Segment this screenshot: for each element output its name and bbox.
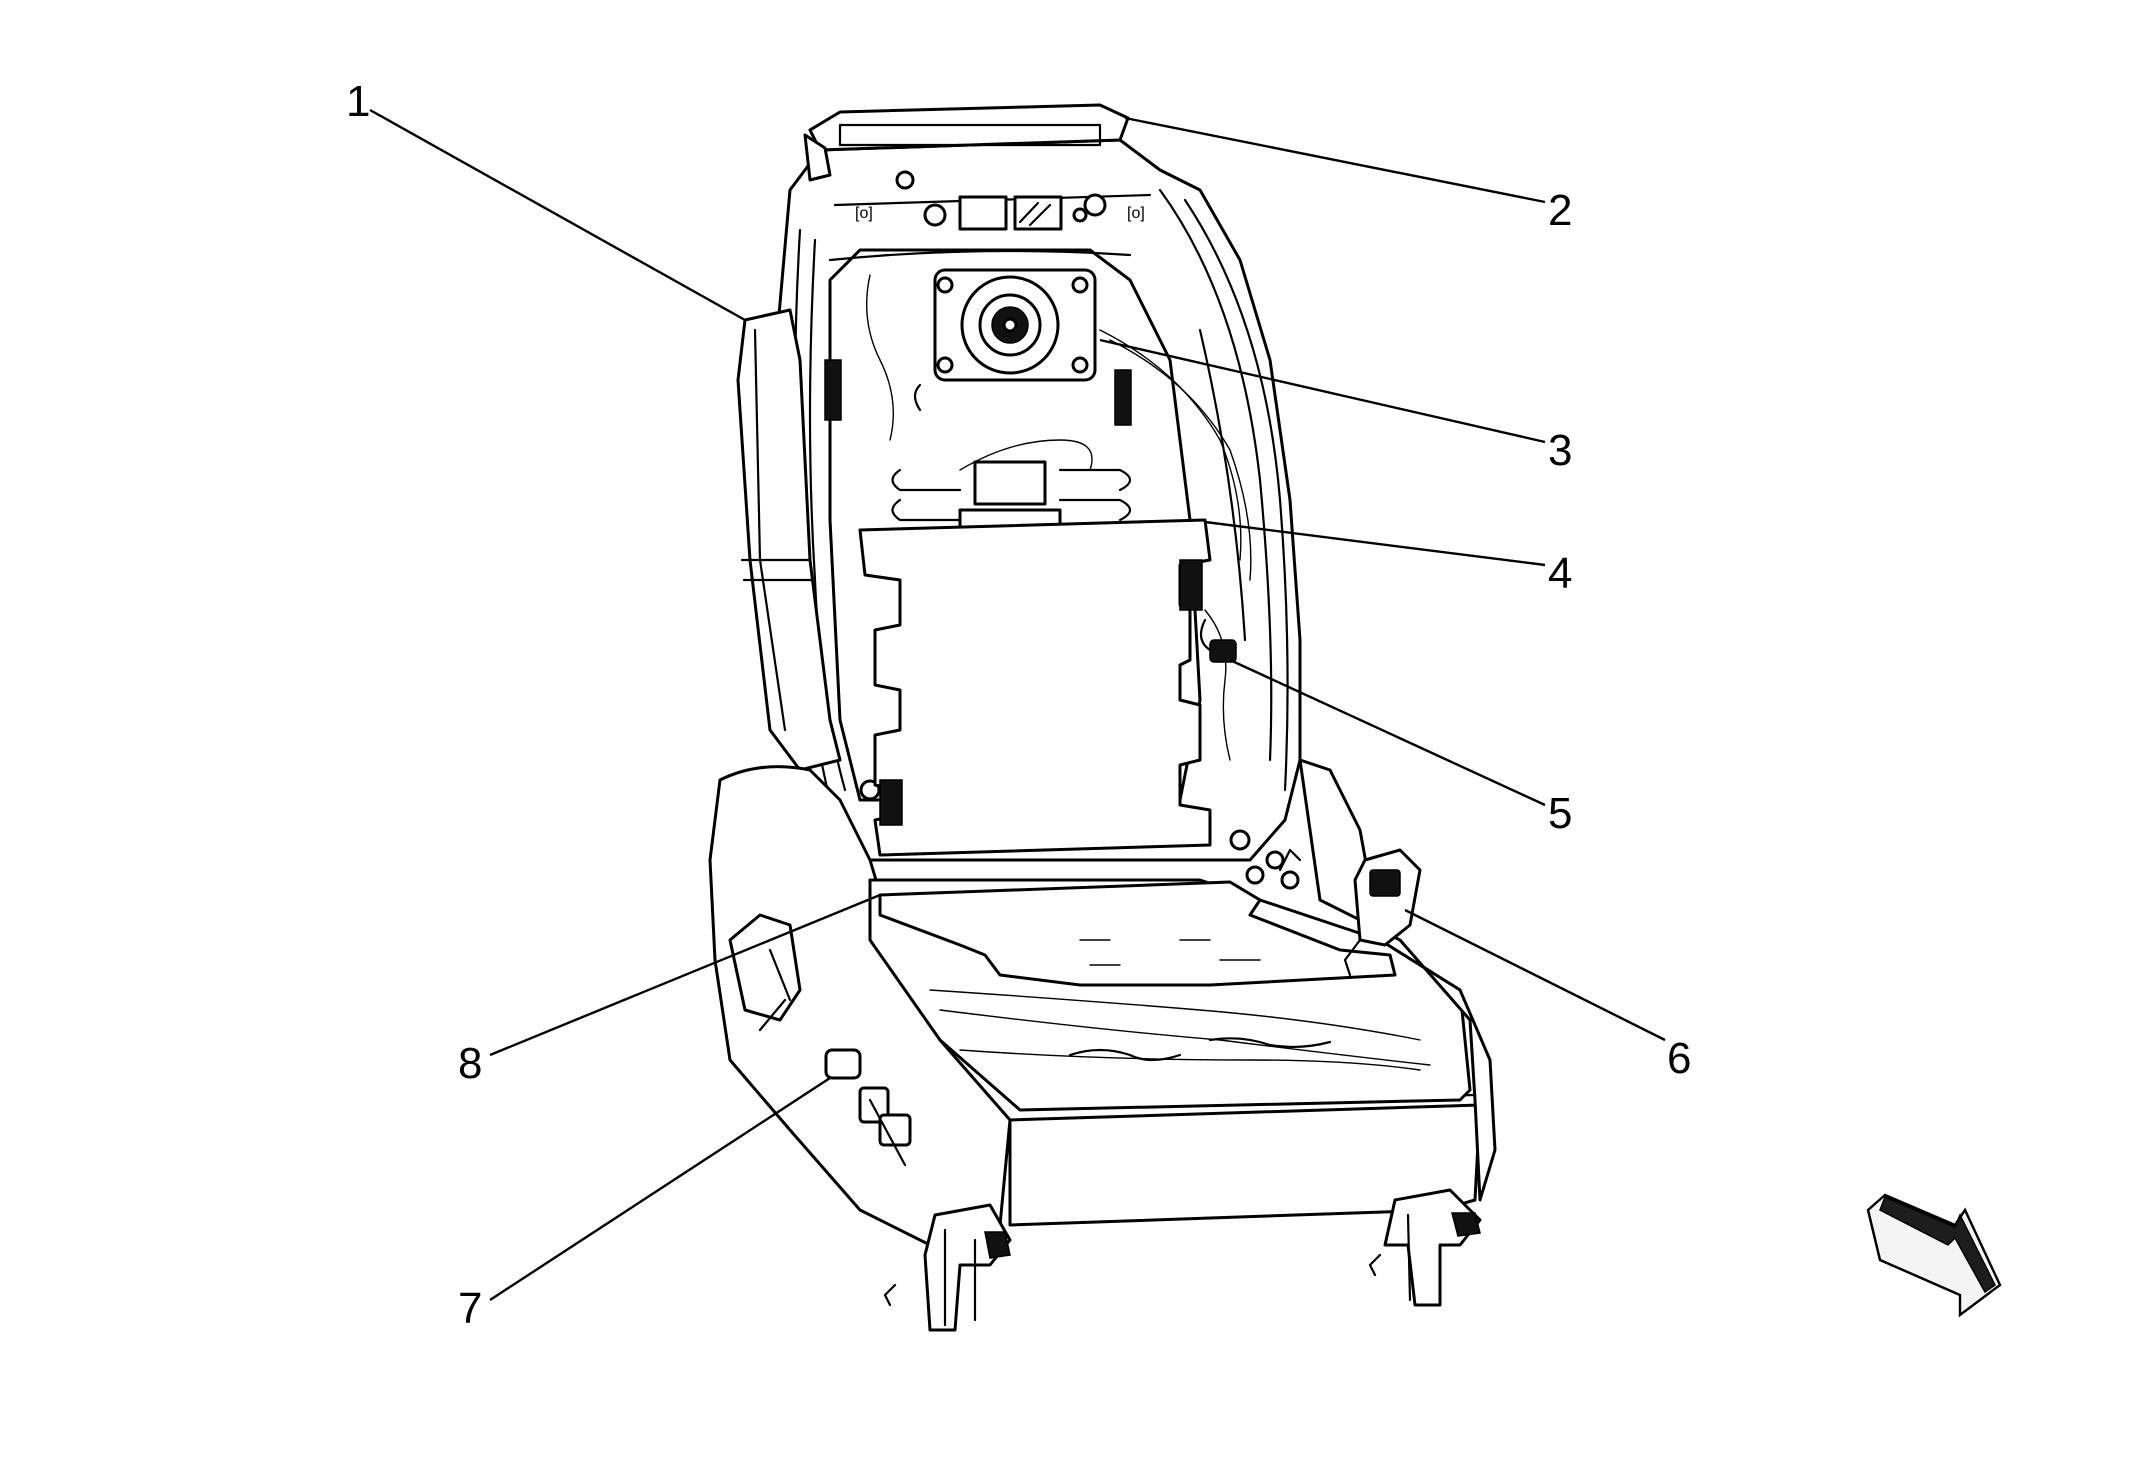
seat-back-heater-pad xyxy=(858,518,1212,857)
callout-3: 3 xyxy=(1548,426,1572,475)
callout-5: 5 xyxy=(1548,789,1572,838)
leader-2 xyxy=(1124,116,1546,204)
wire-harness-connector xyxy=(1199,609,1237,761)
leader-1 xyxy=(369,108,746,322)
seat-ventilation-blower xyxy=(913,268,1097,412)
front-direction-arrow-icon xyxy=(1866,1193,2002,1318)
seat-track-feet xyxy=(883,1188,1482,1332)
svg-text:[o]: [o] xyxy=(855,205,873,222)
callout-6: 6 xyxy=(1667,1034,1691,1083)
callout-labels: 1 2 3 4 5 6 7 8 xyxy=(346,77,1691,1333)
seat-belt-buckle xyxy=(1245,848,1422,977)
leader-3 xyxy=(1099,338,1546,444)
callout-4: 4 xyxy=(1548,549,1572,598)
leader-5 xyxy=(1229,658,1546,807)
callout-leaders xyxy=(369,108,1666,1302)
svg-text:[o]: [o] xyxy=(1127,205,1145,222)
left-side-airbag-module xyxy=(736,308,842,772)
callout-8: 8 xyxy=(458,1039,482,1088)
seat-cushion-frame xyxy=(708,758,1497,1247)
leader-6 xyxy=(1404,908,1666,1042)
seat-back-upper-frame: [o] [o] xyxy=(803,103,1145,231)
callout-7: 7 xyxy=(458,1284,482,1333)
leader-7 xyxy=(489,1076,831,1302)
leader-8 xyxy=(489,893,881,1057)
callout-2: 2 xyxy=(1548,186,1572,235)
leader-4 xyxy=(1204,520,1546,567)
callout-1: 1 xyxy=(346,77,370,126)
